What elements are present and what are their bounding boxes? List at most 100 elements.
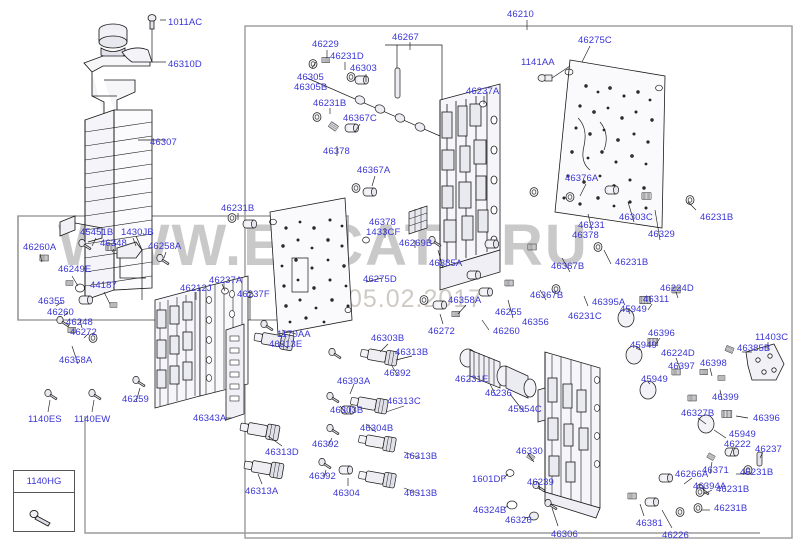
part-label-46392[interactable]: 46392 bbox=[384, 368, 411, 379]
part-label-46255[interactable]: 46255 bbox=[495, 307, 522, 318]
part-label-46231[interactable]: 46231 bbox=[578, 220, 605, 231]
part-label-46272[interactable]: 46272 bbox=[428, 326, 455, 337]
part-label-46313e[interactable]: 46313E bbox=[269, 339, 303, 350]
part-label-46307[interactable]: 46307 bbox=[150, 137, 177, 148]
part-label-1601df[interactable]: 1601DF bbox=[472, 474, 507, 485]
part-label-46313b[interactable]: 46313B bbox=[404, 488, 438, 499]
part-label-1433cf[interactable]: 1433CF bbox=[366, 227, 401, 238]
part-label-46367b[interactable]: 46367B bbox=[530, 290, 564, 301]
part-label-45451b[interactable]: 45451B bbox=[80, 227, 114, 238]
part-label-46304b[interactable]: 46304B bbox=[360, 423, 394, 434]
part-label-46267[interactable]: 46267 bbox=[392, 32, 419, 43]
part-label-46303[interactable]: 46303 bbox=[350, 63, 377, 74]
part-label-46306[interactable]: 46306 bbox=[551, 529, 578, 540]
part-label-46210[interactable]: 46210 bbox=[507, 9, 534, 20]
part-label-46259[interactable]: 46259 bbox=[122, 394, 149, 405]
part-label-46378[interactable]: 46378 bbox=[323, 146, 350, 157]
part-label-46269b[interactable]: 46269B bbox=[399, 238, 433, 249]
part-label-46237a[interactable]: 46237A bbox=[466, 86, 500, 97]
part-label-1141aa[interactable]: 1141AA bbox=[521, 57, 555, 68]
part-label-46371[interactable]: 46371 bbox=[702, 465, 729, 476]
part-label-44187[interactable]: 44187 bbox=[90, 280, 117, 291]
part-label-46275d[interactable]: 46275D bbox=[363, 274, 397, 285]
part-label-46313c[interactable]: 46313C bbox=[387, 396, 421, 407]
part-label-46226[interactable]: 46226 bbox=[662, 530, 689, 541]
part-label-46231b[interactable]: 46231B bbox=[313, 98, 347, 109]
part-label-46396[interactable]: 46396 bbox=[648, 328, 675, 339]
part-label-46395a[interactable]: 46395A bbox=[592, 297, 626, 308]
part-label-46378[interactable]: 46378 bbox=[369, 217, 396, 228]
part-label-46381[interactable]: 46381 bbox=[636, 518, 663, 529]
part-label-46393a[interactable]: 46393A bbox=[337, 376, 371, 387]
part-label-45949[interactable]: 45949 bbox=[641, 374, 668, 385]
part-label-46399[interactable]: 46399 bbox=[712, 392, 739, 403]
part-label-46327b[interactable]: 46327B bbox=[681, 408, 715, 419]
part-label-46394a[interactable]: 46394A bbox=[693, 481, 727, 492]
part-label-46313b[interactable]: 46313B bbox=[404, 451, 438, 462]
part-label-1430jb[interactable]: 1430JB bbox=[121, 227, 154, 238]
part-label-46355[interactable]: 46355 bbox=[38, 296, 65, 307]
part-label-46231b[interactable]: 46231B bbox=[740, 467, 774, 478]
part-label-46258a[interactable]: 46258A bbox=[148, 241, 182, 252]
part-label-1140ew[interactable]: 1140EW bbox=[74, 414, 111, 425]
part-label-46224d[interactable]: 46224D bbox=[660, 283, 694, 294]
part-label-46260[interactable]: 46260 bbox=[47, 307, 74, 318]
part-label-46231e[interactable]: 46231E bbox=[455, 374, 489, 385]
part-label-46305b[interactable]: 46305B bbox=[294, 82, 328, 93]
part-label-1011ac[interactable]: 1011AC bbox=[168, 17, 203, 28]
part-label-46237[interactable]: 46237 bbox=[755, 444, 782, 455]
part-label-46356[interactable]: 46356 bbox=[522, 317, 549, 328]
part-label-45949[interactable]: 45949 bbox=[729, 429, 756, 440]
part-label-45949[interactable]: 45949 bbox=[620, 304, 647, 315]
part-label-46275c[interactable]: 46275C bbox=[578, 35, 612, 46]
part-label-46313d[interactable]: 46313D bbox=[265, 447, 299, 458]
part-label-46248[interactable]: 46248 bbox=[66, 317, 93, 328]
part-label-46330[interactable]: 46330 bbox=[516, 446, 543, 457]
part-label-46231b[interactable]: 46231B bbox=[615, 257, 649, 268]
part-label-46239[interactable]: 46239 bbox=[527, 477, 554, 488]
part-label-46212j[interactable]: 46212J bbox=[180, 283, 212, 294]
part-label-46326[interactable]: 46326 bbox=[505, 515, 532, 526]
part-label-46392[interactable]: 46392 bbox=[312, 439, 339, 450]
part-label-46378[interactable]: 46378 bbox=[572, 230, 599, 241]
part-label-45949[interactable]: 45949 bbox=[630, 340, 657, 351]
part-label-46222[interactable]: 46222 bbox=[724, 439, 751, 450]
part-label-46396[interactable]: 46396 bbox=[753, 413, 780, 424]
part-label-46324b[interactable]: 46324B bbox=[473, 505, 507, 516]
part-label-46305[interactable]: 46305 bbox=[297, 72, 324, 83]
part-label-46313a[interactable]: 46313A bbox=[245, 486, 279, 497]
part-label-46266a[interactable]: 46266A bbox=[675, 469, 709, 480]
part-label-46310d[interactable]: 46310D bbox=[168, 59, 202, 70]
part-label-46367a[interactable]: 46367A bbox=[357, 165, 391, 176]
part-label-46313b[interactable]: 46313B bbox=[395, 347, 429, 358]
part-label-46224d[interactable]: 46224D bbox=[661, 348, 695, 359]
part-label-46272[interactable]: 46272 bbox=[70, 327, 97, 338]
part-label-46311[interactable]: 46311 bbox=[643, 294, 670, 305]
part-label-46303b[interactable]: 46303B bbox=[330, 405, 364, 416]
part-label-46367b[interactable]: 46367B bbox=[551, 261, 585, 272]
part-label-46304[interactable]: 46304 bbox=[333, 488, 360, 499]
part-label-46358a[interactable]: 46358A bbox=[448, 295, 482, 306]
part-label-46367c[interactable]: 46367C bbox=[343, 113, 377, 124]
part-label-46249e[interactable]: 46249E bbox=[58, 264, 92, 275]
part-label-46237f[interactable]: 46237F bbox=[237, 289, 270, 300]
part-label-46392[interactable]: 46392 bbox=[309, 471, 336, 482]
part-label-11403c[interactable]: 11403C bbox=[755, 332, 789, 343]
part-label-46303b[interactable]: 46303B bbox=[371, 333, 405, 344]
part-label-46348[interactable]: 46348 bbox=[100, 238, 127, 249]
part-label-46231b[interactable]: 46231B bbox=[716, 484, 750, 495]
part-label-46231c[interactable]: 46231C bbox=[568, 311, 602, 322]
part-label-46397[interactable]: 46397 bbox=[668, 361, 695, 372]
part-label-46329[interactable]: 46329 bbox=[648, 229, 675, 240]
part-label-46343a[interactable]: 46343A bbox=[193, 413, 227, 424]
part-label-1140es[interactable]: 1140ES bbox=[28, 414, 62, 425]
part-label-46385b[interactable]: 46385B bbox=[737, 343, 771, 354]
part-label-46398[interactable]: 46398 bbox=[700, 358, 727, 369]
part-label-46260a[interactable]: 46260A bbox=[23, 242, 57, 253]
part-label-46231d[interactable]: 46231D bbox=[330, 51, 364, 62]
part-label-46236[interactable]: 46236 bbox=[485, 388, 512, 399]
part-label-1170aa[interactable]: 1170AA bbox=[277, 329, 311, 340]
part-label-46358a[interactable]: 46358A bbox=[59, 355, 93, 366]
part-label-46303c[interactable]: 46303C bbox=[619, 212, 653, 223]
part-label-46376a[interactable]: 46376A bbox=[565, 173, 599, 184]
